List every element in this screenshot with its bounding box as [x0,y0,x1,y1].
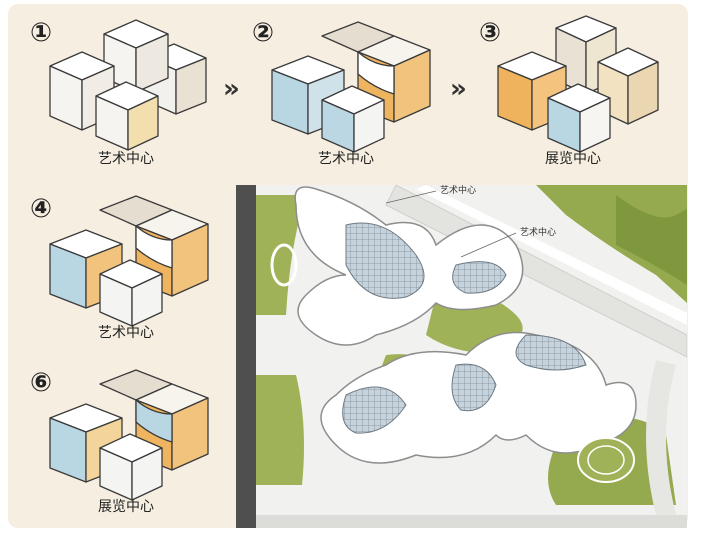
massing-diagram-3 [497,15,659,153]
step-number-3: ③ [479,18,502,48]
plan-label-2: 艺术中心 [520,226,556,238]
caption-1: 艺术中心 [98,151,154,167]
site-plan: 艺术中心 艺术中心 [236,185,687,528]
massing-diagram-1 [49,19,207,151]
step-number-6: ⑥ [30,368,53,398]
caption-2: 艺术中心 [318,151,374,167]
arrow-2-to-3: » [450,74,467,104]
lawn [256,195,306,315]
arrow-1-to-2: » [223,74,240,104]
step-number-4: ④ [30,194,53,224]
massing-diagram-4 [49,195,209,327]
massing-diagram-6 [49,369,209,501]
massing-diagram-2 [271,21,431,153]
step-number-2: ② [252,18,275,48]
glass-roof [345,222,425,299]
step-number-1: ① [30,18,53,48]
caption-6: 展览中心 [98,499,154,515]
caption-3: 展览中心 [545,151,601,167]
plan-label-1: 艺术中心 [440,185,476,196]
caption-4: 艺术中心 [98,325,154,341]
